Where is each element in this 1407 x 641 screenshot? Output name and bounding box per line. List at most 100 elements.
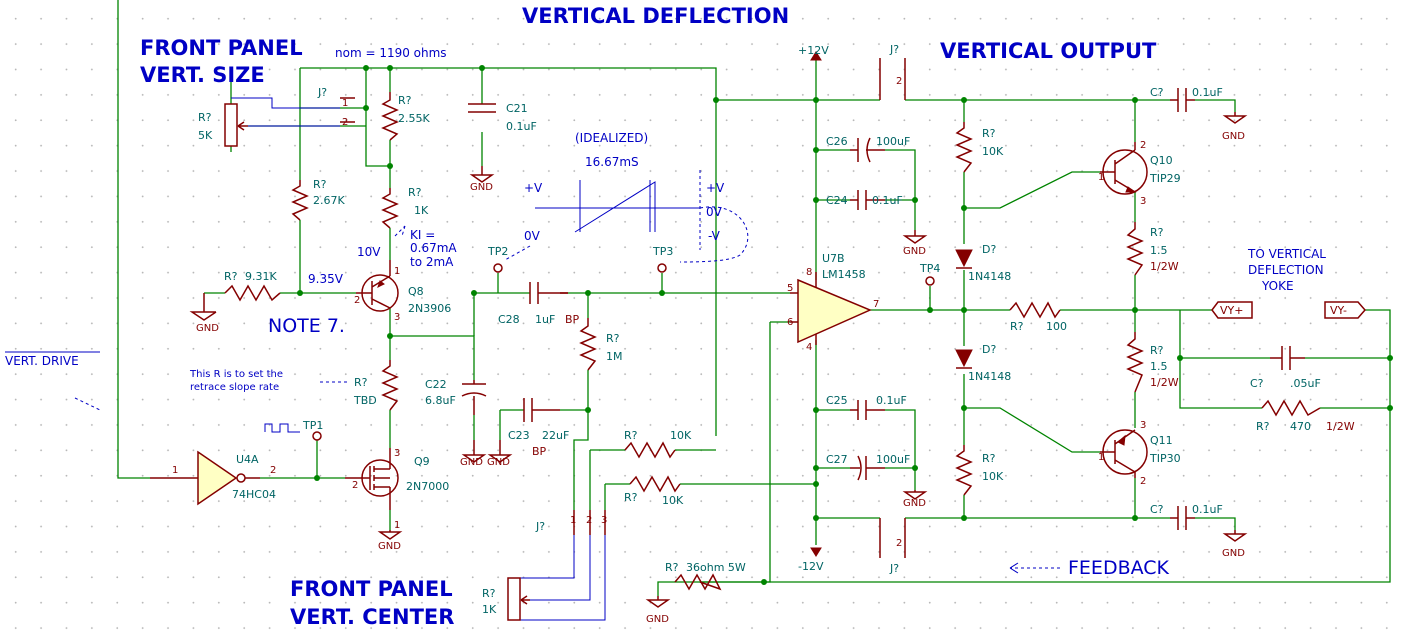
junctions (297, 65, 1393, 585)
opamp (790, 272, 872, 345)
c05-ref: C? (1250, 377, 1264, 390)
tp2-label: TP2 (487, 245, 508, 258)
jcenter-pin3: 3 (601, 515, 607, 526)
r1m-ref: R? (606, 332, 620, 345)
note-plus-v-left: +V (524, 181, 543, 195)
q8-pin1: 1 (394, 266, 400, 277)
resistor-36ohm (674, 573, 722, 591)
connectors (340, 58, 906, 558)
r1k-val: 1K (414, 204, 429, 217)
r470-ref: R? (1256, 420, 1270, 433)
r15a-val: 1.5 (1150, 244, 1168, 257)
note-ki-2: 0.67mA (410, 241, 457, 255)
tp4-label: TP4 (919, 262, 940, 275)
c23-bp: BP (532, 445, 547, 458)
diodes (955, 249, 973, 369)
pot-center-ref: R? (482, 587, 496, 600)
r255-val: 2.55K (398, 112, 430, 125)
r15b-val: 1.5 (1150, 360, 1168, 373)
note-ki-1: KI = (410, 228, 435, 242)
resistor-10k-a (624, 441, 676, 459)
note-plus-v-right: +V (706, 181, 725, 195)
q10-ref: Q10 (1150, 154, 1173, 167)
ctop-ref: C? (1150, 86, 1164, 99)
r10ka-val: 10K (670, 429, 692, 442)
annotation-graphics (5, 170, 1060, 574)
c25-val: 0.1uF (876, 394, 907, 407)
gnd-label-r36: GND (646, 614, 669, 625)
gnd-label-ctop: GND (1222, 131, 1245, 142)
q8-ref: Q8 (408, 285, 424, 298)
wires (117, 0, 1391, 621)
note-vert-drive: VERT. DRIVE (5, 354, 79, 368)
u4a-ref: U4A (236, 453, 259, 466)
u7b-pin5: 5 (787, 283, 793, 294)
test-points (312, 263, 935, 441)
resistor-470 (1261, 399, 1321, 417)
r267-val: 2.67K (313, 194, 345, 207)
ground-symbols (189, 112, 1248, 608)
r931-ref: R? (224, 270, 238, 283)
r10kb-val: 10K (662, 494, 684, 507)
note-10v: 10V (357, 245, 381, 259)
r10kb-ref: R? (624, 491, 638, 504)
j-bot-ref: J? (889, 562, 899, 575)
u7b-val: LM1458 (822, 268, 866, 281)
title-vertical-output: VERTICAL OUTPUT (940, 39, 1157, 63)
potentiometers (224, 103, 530, 621)
inverter (150, 450, 260, 506)
gnd-label-c23: GND (487, 457, 510, 468)
c25-ref: C25 (826, 394, 848, 407)
q9-pin1: 1 (394, 520, 400, 531)
c21-val: 0.1uF (506, 120, 537, 133)
c23-val: 22uF (542, 429, 569, 442)
ctop-val: 0.1uF (1192, 86, 1223, 99)
q8-pin2: 2 (354, 295, 360, 306)
gnd-label-q8: GND (196, 323, 219, 334)
d1-val: 1N4148 (968, 270, 1011, 283)
u7b-pin7: 7 (873, 299, 879, 310)
j-size-pin2: 2 (342, 117, 348, 128)
resistor-1k (381, 188, 399, 229)
u4a-pin2: 2 (270, 465, 276, 476)
q8-val: 2N3906 (408, 302, 451, 315)
d2-val: 1N4148 (968, 370, 1011, 383)
q8-pin3: 3 (394, 312, 400, 323)
c21-ref: C21 (506, 102, 528, 115)
gnd-label-cbot: GND (1222, 548, 1245, 559)
r100-ref: R? (1010, 320, 1024, 333)
q11-pin3: 3 (1140, 420, 1146, 431)
q10-pin2: 2 (1140, 140, 1146, 151)
r10ka-ref: R? (624, 429, 638, 442)
note-minus-v-right: -V (708, 229, 721, 243)
q11-val: TIP30 (1149, 452, 1181, 465)
u7b-ref: U7B (822, 252, 845, 265)
note-period: 16.67mS (585, 155, 639, 169)
c24-ref: C24 (826, 194, 848, 207)
c23-ref: C23 (508, 429, 530, 442)
plus12-label: +12V (798, 44, 829, 57)
c28-val: 1uF (535, 313, 555, 326)
c26-ref: C26 (826, 135, 848, 148)
pot-size-ref: R? (198, 111, 212, 124)
r15a-w: 1/2W (1150, 260, 1179, 273)
r10kbot-ref: R? (982, 452, 996, 465)
jtop-pin2: 2 (896, 76, 902, 87)
title-front-panel-center-2: VERT. CENTER (290, 605, 454, 629)
c05-val: .05uF (1290, 377, 1321, 390)
j-center-ref: J? (535, 520, 545, 533)
note-ki-3: to 2mA (410, 255, 454, 269)
cbot-val: 0.1uF (1192, 503, 1223, 516)
note-935v: 9.35V (308, 272, 344, 286)
q10-pin1: 1 (1098, 172, 1104, 183)
resistor-267k (291, 180, 309, 221)
j-top-ref: J? (889, 43, 899, 56)
jcenter-pin2: 2 (586, 515, 592, 526)
j-size-ref: J? (317, 86, 327, 99)
c26-val: 100uF (876, 135, 910, 148)
q10-pin3: 3 (1140, 196, 1146, 207)
resistor-100 (1009, 301, 1061, 319)
gnd-label-c24: GND (903, 246, 926, 257)
resistor-10k-b (629, 475, 681, 493)
resistor-15-a (1126, 222, 1144, 276)
